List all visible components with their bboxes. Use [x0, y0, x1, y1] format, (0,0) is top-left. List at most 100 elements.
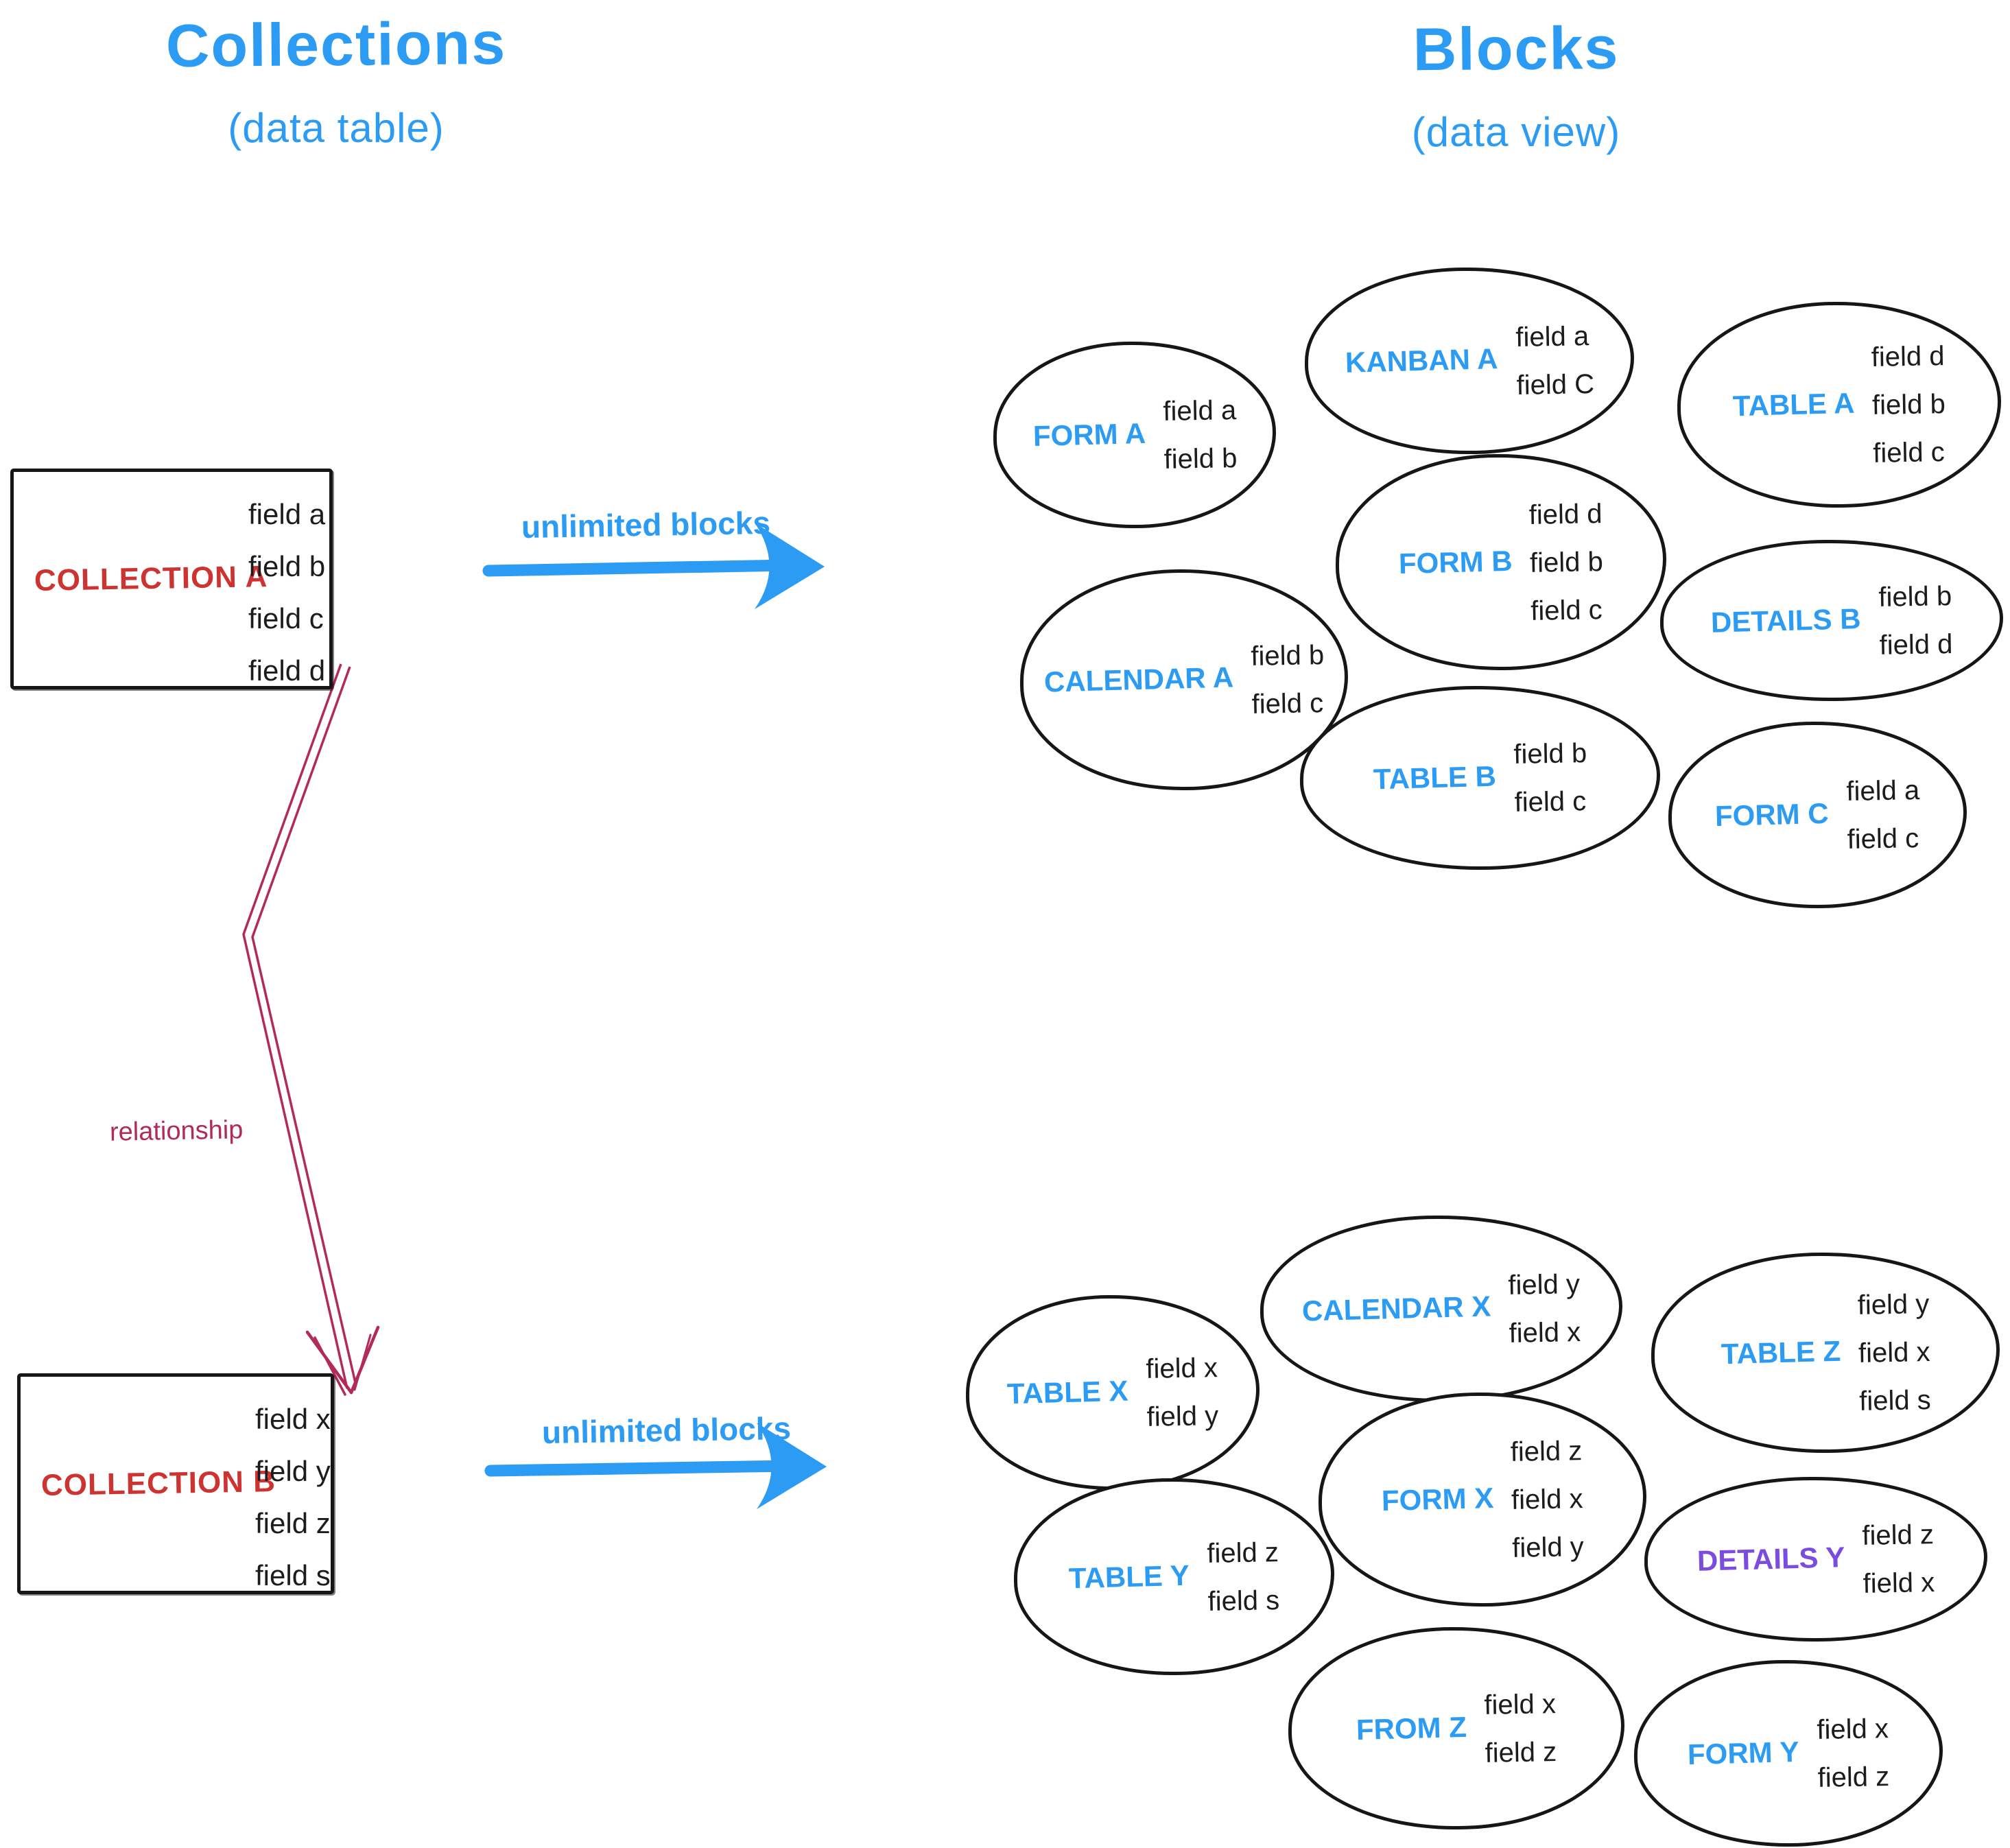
block-fields: field x field z	[1484, 1680, 1557, 1777]
relationship-arrow	[242, 663, 380, 1396]
field-item: field x	[1511, 1484, 1584, 1515]
block-from-z: FROM Z field x field z	[1288, 1627, 1624, 1829]
collection-b-name: COLLECTION B	[40, 1465, 276, 1502]
block-table-x: TABLE X field x field y	[966, 1295, 1260, 1490]
block-fields: field x field y	[1146, 1344, 1219, 1441]
block-fields: field d field b field c	[1871, 332, 1946, 477]
block-fields: field a field C	[1515, 312, 1594, 410]
block-table-b: TABLE B field b field c	[1300, 686, 1660, 870]
collections-subtitle: (data table)	[228, 105, 445, 151]
field-item: field x	[1509, 1317, 1581, 1349]
field-item: field y	[255, 1455, 331, 1487]
block-form-a: FORM A field a field b	[993, 342, 1276, 528]
blocks-subtitle: (data view)	[1411, 109, 1621, 155]
field-item: field d	[248, 654, 326, 687]
block-label: KANBAN A	[1345, 342, 1499, 379]
block-label: DETAILS B	[1710, 602, 1862, 639]
block-form-c: FORM C field a field c	[1668, 722, 1967, 908]
block-label: DETAILS Y	[1696, 1541, 1846, 1577]
field-item: field a	[1845, 775, 1920, 807]
field-item: field a	[1162, 395, 1237, 427]
block-form-x: FORM X field z field x field y	[1319, 1393, 1646, 1607]
block-fields: field a field b	[1162, 386, 1238, 484]
block-details-y: DETAILS Y field z field x	[1644, 1477, 1987, 1642]
blocks-title: Blocks	[1412, 13, 1620, 84]
field-item: field x	[1484, 1688, 1557, 1720]
block-fields: field b field d	[1878, 572, 1953, 670]
field-item: field x	[255, 1403, 331, 1435]
block-details-b: DETAILS B field b field d	[1660, 540, 2003, 701]
field-item: field s	[1207, 1585, 1280, 1617]
collections-title: Collections	[165, 8, 507, 80]
field-item: field c	[1847, 823, 1919, 855]
block-fields: field x field z	[1817, 1705, 1890, 1802]
relationship-label: relationship	[109, 1115, 244, 1147]
collection-b-box: COLLECTION B field x field y field z fie…	[17, 1373, 334, 1594]
unlimited-blocks-label-a: unlimited blocks	[521, 504, 771, 545]
field-item: field y	[1857, 1289, 1930, 1320]
block-calendar-x: CALENDAR X field y field x	[1260, 1216, 1622, 1402]
block-label: FORM X	[1381, 1481, 1494, 1517]
block-fields: field y field x field s	[1857, 1280, 1931, 1425]
block-label: TABLE X	[1006, 1374, 1129, 1410]
field-item: field y	[1508, 1269, 1581, 1301]
field-item: field b	[1530, 546, 1604, 578]
collection-b-fields: field x field y field z field s	[255, 1393, 331, 1602]
collection-a-box: COLLECTION A field a field b field c fie…	[10, 469, 333, 689]
block-fields: field z field s	[1207, 1528, 1280, 1626]
block-label: CALENDAR X	[1301, 1290, 1491, 1327]
field-item: field b	[1163, 443, 1238, 475]
block-form-y: FORM Y field x field z	[1634, 1660, 1943, 1847]
block-fields: field z field x field y	[1511, 1427, 1585, 1572]
block-fields: field b field c	[1513, 729, 1587, 827]
field-item: field C	[1515, 369, 1594, 401]
field-item: field x	[1858, 1337, 1930, 1369]
unlimited-blocks-label-b: unlimited blocks	[541, 1410, 792, 1451]
field-item: field s	[255, 1559, 331, 1591]
field-item: field z	[1207, 1537, 1279, 1569]
block-fields: field b field c	[1250, 631, 1325, 728]
field-item: field a	[1515, 321, 1589, 353]
field-item: field z	[1862, 1519, 1935, 1551]
block-fields: field a field c	[1846, 766, 1921, 864]
field-item: field b	[1250, 640, 1325, 672]
block-table-y: TABLE Y field z field s	[1014, 1478, 1334, 1675]
block-kanban-a: KANBAN A field a field C	[1305, 268, 1634, 454]
block-fields: field y field x	[1508, 1260, 1581, 1358]
block-fields: field d field b field c	[1529, 490, 1605, 635]
field-item: field s	[1858, 1385, 1931, 1417]
field-item: field z	[255, 1507, 331, 1539]
field-item: field b	[1878, 580, 1952, 613]
field-item: field b	[1513, 738, 1587, 770]
field-item: field x	[1817, 1714, 1889, 1745]
field-item: field z	[1817, 1762, 1890, 1793]
field-item: field y	[1146, 1401, 1219, 1432]
field-item: field c	[1251, 688, 1324, 720]
block-label: FORM Y	[1687, 1735, 1800, 1771]
field-item: field a	[248, 498, 326, 530]
field-item: field c	[1530, 594, 1603, 626]
block-form-b: FORM B field d field b field c	[1336, 454, 1666, 670]
block-table-z: TABLE Z field y field x field s	[1651, 1253, 2000, 1453]
field-item: field b	[248, 550, 326, 582]
block-label: TABLE B	[1373, 759, 1497, 796]
collection-a-fields: field a field b field c field d	[248, 488, 325, 697]
block-label: TABLE Y	[1068, 1559, 1190, 1594]
field-item: field c	[1513, 786, 1587, 818]
block-fields: field z field x	[1862, 1511, 1935, 1608]
field-item: field d	[1871, 341, 1946, 372]
block-label: CALENDAR A	[1043, 661, 1234, 698]
block-label: FORM A	[1032, 416, 1146, 453]
collection-a-name: COLLECTION A	[34, 560, 268, 597]
block-label: FORM C	[1714, 796, 1830, 833]
block-label: TABLE Z	[1721, 1334, 1841, 1371]
block-label: FROM Z	[1356, 1710, 1467, 1746]
field-item: field y	[1512, 1532, 1585, 1563]
field-item: field x	[1146, 1353, 1218, 1384]
field-item: field z	[1485, 1736, 1557, 1768]
field-item: field c	[1873, 437, 1946, 469]
block-label: TABLE A	[1732, 386, 1855, 423]
field-item: field d	[1879, 628, 1953, 661]
field-item: field x	[1863, 1567, 1935, 1599]
field-item: field b	[1871, 389, 1946, 420]
